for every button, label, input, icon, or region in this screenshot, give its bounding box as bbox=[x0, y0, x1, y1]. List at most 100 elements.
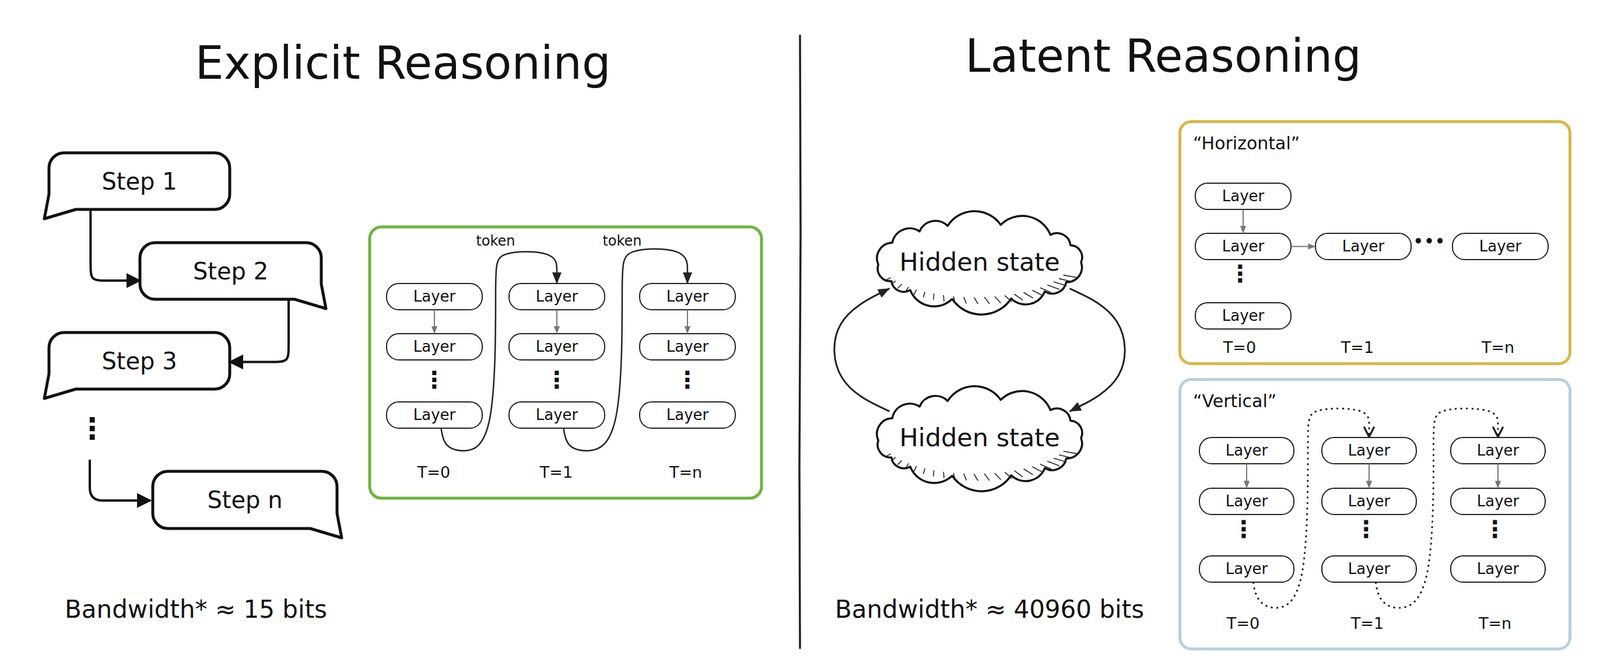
layer-arrow bbox=[1246, 464, 1248, 488]
cloud-hatch bbox=[1032, 466, 1043, 472]
panel-heading: “Vertical” bbox=[1193, 391, 1277, 411]
layer-box: Layer bbox=[1314, 232, 1412, 261]
ellipsis-mark: ⋮ bbox=[1232, 517, 1256, 541]
layer-box: Layer bbox=[508, 282, 606, 311]
cycle-arrow bbox=[834, 288, 889, 411]
time-step: T=n bbox=[1478, 615, 1512, 631]
time-step: T=0 bbox=[1223, 339, 1256, 356]
node-label: Layer bbox=[535, 338, 579, 356]
layer-box: Layer bbox=[1198, 487, 1295, 515]
node-label: Layer bbox=[1476, 441, 1520, 459]
bubble-shape bbox=[44, 332, 230, 399]
layer-arrow bbox=[556, 310, 558, 333]
cloud-hatch bbox=[942, 471, 945, 479]
cloud-hatch bbox=[1063, 451, 1078, 454]
panel-title: Latent Reasoning bbox=[965, 33, 1362, 79]
layer-box: Layer bbox=[386, 332, 483, 361]
layer-box: Layer bbox=[386, 282, 483, 311]
cloud-hatch bbox=[1004, 295, 1013, 303]
layer-arrow bbox=[1291, 246, 1315, 248]
layer-box: Layer bbox=[1450, 436, 1546, 465]
cloud-hatch bbox=[994, 472, 1002, 480]
cloud-hatch bbox=[1014, 470, 1023, 477]
node-label: Layer bbox=[535, 406, 579, 424]
cloud-hatch bbox=[973, 473, 978, 481]
node-label: Step 3 bbox=[101, 348, 177, 374]
token-arrow bbox=[441, 251, 557, 451]
cloud-hatch bbox=[953, 472, 956, 480]
time-step: T=n bbox=[1481, 339, 1515, 356]
cloud-hatch bbox=[963, 296, 967, 304]
layer-box: Layer bbox=[1321, 436, 1417, 465]
cloud-hatch bbox=[932, 469, 935, 476]
ellipsis-mark: ⋮ bbox=[545, 367, 569, 392]
layer-box: Layer bbox=[1450, 487, 1546, 515]
bubble-shape bbox=[44, 152, 230, 219]
edge-label: token bbox=[475, 233, 515, 248]
layer-box: Layer bbox=[1451, 232, 1549, 261]
layer-box: Layer bbox=[508, 401, 606, 429]
node-label: Step n bbox=[206, 486, 283, 513]
time-step: T=1 bbox=[539, 464, 573, 480]
ellipsis-mark: ••• bbox=[1413, 233, 1447, 249]
layer-box: Layer bbox=[386, 401, 483, 429]
cloud-hatch bbox=[953, 296, 956, 303]
bandwidth-note: Bandwidth* ≈ 15 bits bbox=[64, 597, 328, 622]
panel-heading: “Horizontal” bbox=[1193, 133, 1300, 153]
cloud-shape bbox=[876, 211, 1083, 315]
cloud-hatch bbox=[897, 283, 903, 289]
cloud-hatch bbox=[1014, 293, 1023, 300]
cloud-hatch bbox=[1004, 471, 1013, 479]
cloud-hatch bbox=[1040, 464, 1052, 470]
ellipsis-mark: ⋮ bbox=[1354, 517, 1378, 541]
node-label: Layer bbox=[1348, 441, 1391, 459]
layer-box: Layer bbox=[1198, 555, 1295, 583]
node-label: Hidden state bbox=[899, 248, 1060, 276]
node-label: Layer bbox=[1225, 441, 1269, 459]
vertical-panel: “Vertical”LayerLayerLayerLayerLayerLayer… bbox=[1178, 377, 1572, 651]
horizontal-panel: “Horizontal”LayerLayerLayerLayerLayer bbox=[1178, 120, 1572, 366]
cycle-arrow bbox=[1070, 288, 1125, 411]
cloud-hatch bbox=[1047, 461, 1060, 466]
cloud-hatch bbox=[932, 293, 935, 300]
bubble-shape bbox=[152, 471, 342, 538]
token-arrow bbox=[563, 248, 688, 451]
cloud-hatch bbox=[1058, 278, 1073, 282]
node-label: Hidden state bbox=[899, 423, 1060, 452]
ellipsis-mark: ⋮ bbox=[1483, 517, 1507, 541]
node-label: Layer bbox=[1348, 492, 1391, 510]
layer-box: Layer bbox=[1194, 182, 1292, 210]
layer-box: Layer bbox=[1450, 555, 1546, 583]
layer-box: Layer bbox=[1321, 487, 1417, 515]
time-step: T=0 bbox=[417, 464, 451, 480]
hidden-state-cloud: Hidden state bbox=[862, 386, 1097, 490]
node-label: Layer bbox=[1222, 187, 1265, 205]
layer-box: Layer bbox=[639, 401, 736, 429]
cloud-hatch bbox=[885, 453, 891, 457]
cloud-hatch bbox=[994, 296, 1002, 303]
cloud-hatch bbox=[942, 295, 945, 302]
leader-arrow bbox=[89, 459, 151, 501]
cloud-hatch bbox=[984, 296, 990, 304]
cloud-hatch bbox=[1047, 285, 1060, 290]
node-label: Layer bbox=[1342, 237, 1385, 255]
cloud-hatch bbox=[1063, 275, 1078, 278]
layer-box: Layer bbox=[639, 282, 736, 311]
hidden-state-arrow bbox=[1253, 408, 1370, 608]
bubble-shape bbox=[139, 242, 326, 309]
time-step: T=n bbox=[669, 464, 703, 480]
layer-arrow bbox=[433, 310, 435, 333]
cloud-hatch bbox=[897, 460, 903, 465]
time-step: T=1 bbox=[1341, 339, 1374, 356]
layer-arrow bbox=[1242, 209, 1244, 233]
step-arrow bbox=[90, 209, 140, 281]
green-frame bbox=[369, 226, 762, 498]
cloud-shape bbox=[876, 386, 1083, 491]
speech-bubble: Step 3 bbox=[48, 332, 230, 389]
node-label: Layer bbox=[1222, 307, 1265, 325]
cloud-hatch bbox=[1040, 287, 1052, 293]
cloud-hatch bbox=[1032, 290, 1043, 296]
cloud-hatch bbox=[1053, 457, 1067, 462]
cloud-hatch bbox=[984, 473, 990, 481]
